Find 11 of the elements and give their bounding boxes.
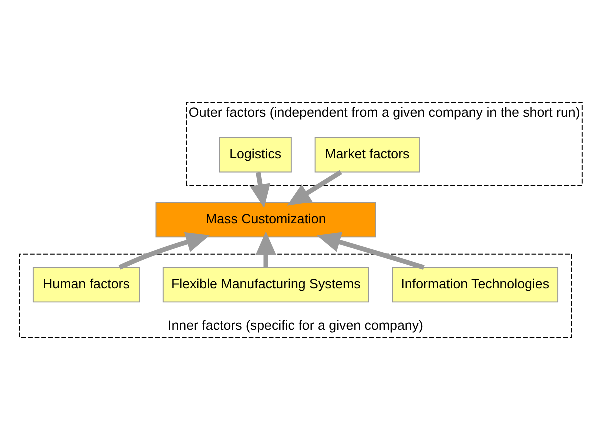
- node-box: Flexible Manufacturing Systems: [162, 266, 370, 302]
- arrow: [250, 172, 271, 208]
- node-box: Mass Customization: [156, 202, 376, 238]
- node-box: Market factors: [314, 136, 420, 172]
- node-box: Human factors: [32, 266, 140, 302]
- arrow: [256, 231, 276, 267]
- arrow: [287, 170, 342, 206]
- node-box: Logistics: [219, 136, 292, 172]
- arrow: [317, 232, 425, 270]
- arrow: [118, 232, 210, 270]
- node-box: Information Technologies: [392, 266, 559, 302]
